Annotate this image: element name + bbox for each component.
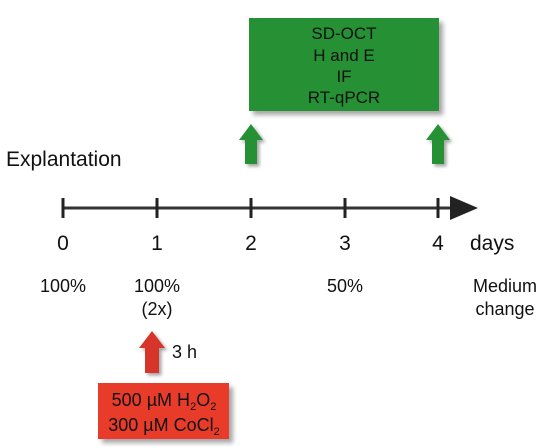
analysis-method-if: IF — [336, 67, 351, 86]
analysis-arrow-day2 — [239, 124, 263, 164]
medium-value-day0: 100% — [40, 276, 86, 296]
analysis-box: SD-OCT H and E IF RT-qPCR — [249, 18, 439, 111]
day-label-4: 4 — [432, 232, 444, 255]
treatment-box: 500 µM H2O2 300 µM CoCl2 — [98, 383, 229, 439]
up-arrow-icon — [139, 331, 165, 373]
treatment-box-background — [98, 383, 229, 439]
analysis-arrow-day4 — [426, 124, 450, 164]
medium-change-label-line2: change — [475, 299, 534, 319]
treatment-cocl2: 300 µM CoCl2 — [108, 415, 220, 438]
medium-note-day1: (2x) — [142, 299, 173, 319]
treatment-h2o2: 500 µM H2O2 — [112, 390, 217, 413]
treatment-duration-label: 3 h — [172, 342, 197, 362]
day-label-1: 1 — [151, 232, 163, 255]
day-label-2: 2 — [245, 232, 257, 255]
timeline-axis — [61, 196, 478, 220]
up-arrow-icon — [426, 124, 450, 164]
up-arrow-icon — [239, 124, 263, 164]
treatment-arrow — [139, 331, 165, 373]
analysis-method-sdoct: SD-OCT — [311, 24, 376, 43]
day-label-0: 0 — [57, 232, 69, 255]
day-label-3: 3 — [339, 232, 351, 255]
day-labels: 0 1 2 3 4 days — [57, 232, 514, 255]
medium-change-label-line1: Medium — [473, 276, 537, 296]
analysis-box-background — [249, 18, 439, 111]
analysis-method-rtqpcr: RT-qPCR — [308, 88, 380, 107]
medium-value-day1: 100% — [134, 276, 180, 296]
medium-value-day3: 50% — [327, 276, 363, 296]
explantation-label: Explantation — [6, 148, 122, 171]
analysis-method-he: H and E — [313, 46, 374, 65]
days-unit-label: days — [470, 232, 514, 255]
timeline-arrowhead-icon — [450, 196, 478, 220]
medium-change-row: 100% 100% (2x) 50% Medium change — [40, 276, 537, 319]
